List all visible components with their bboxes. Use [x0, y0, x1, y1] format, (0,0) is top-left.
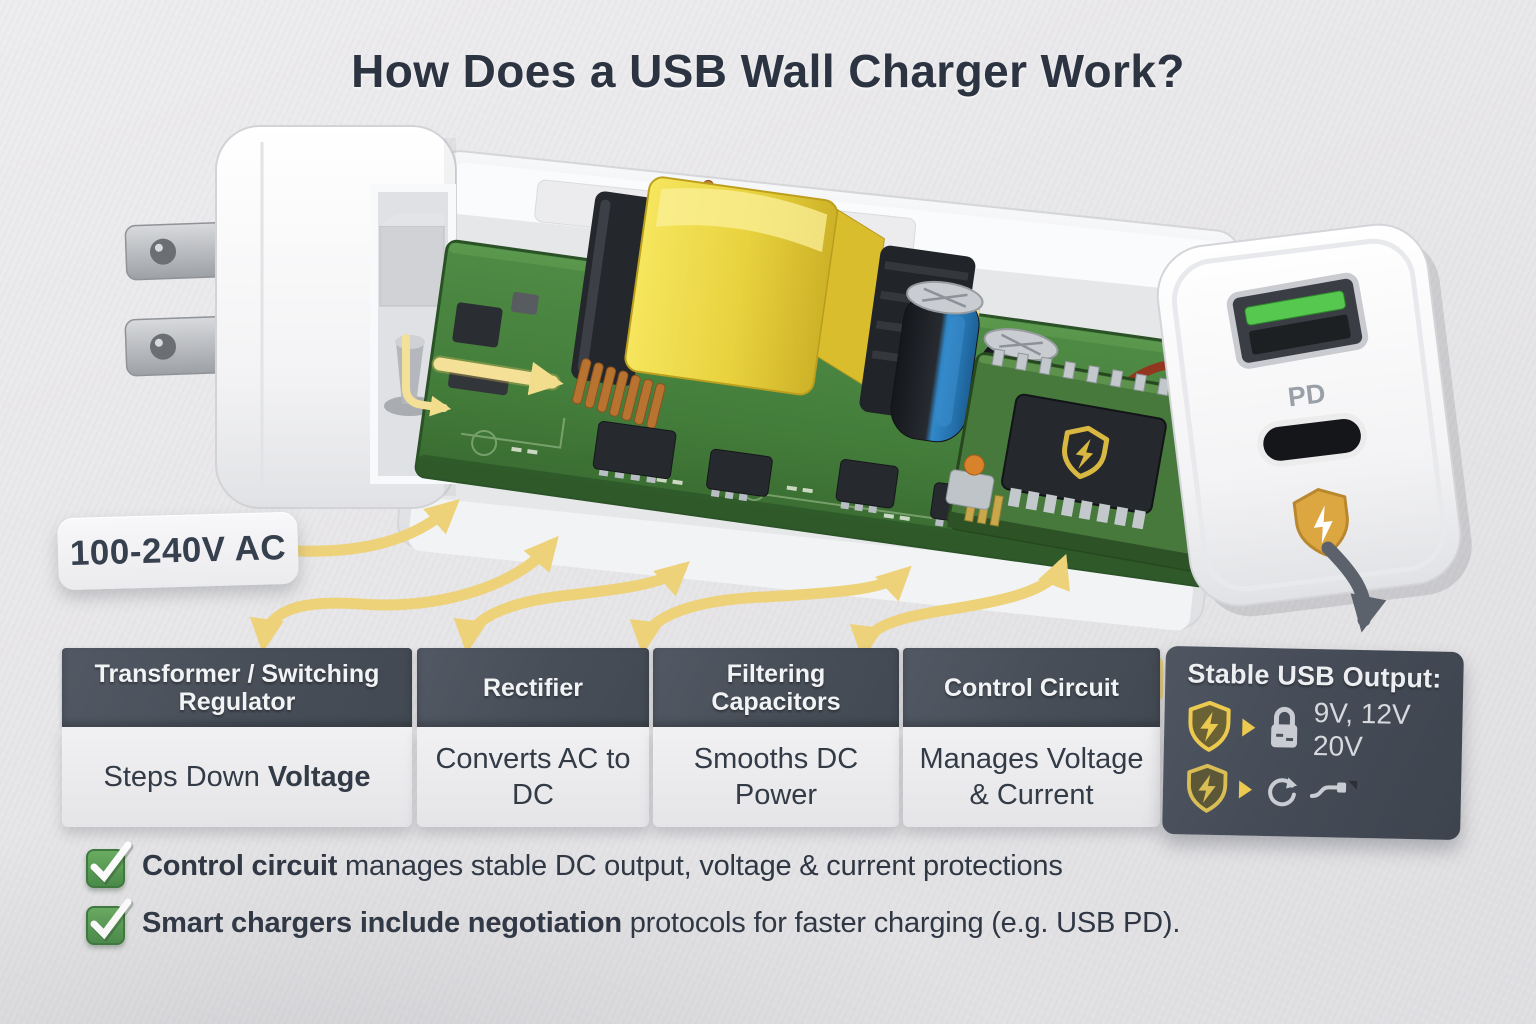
triangle-right-icon — [1242, 718, 1256, 737]
usb-a-port — [1226, 272, 1369, 369]
shield-bolt-icon — [1187, 763, 1228, 813]
output-arrow — [1321, 541, 1387, 633]
note-smart-chargers: Smart chargers include negotiation proto… — [86, 898, 1181, 945]
page-title: How Does a USB Wall Charger Work? — [351, 45, 1185, 97]
usb-c-port — [1257, 412, 1367, 467]
step-title: Control Circuit — [903, 648, 1160, 727]
input-voltage-label: 100-240V AC — [57, 511, 299, 591]
note-control-circuit: Control circuit manages stable DC output… — [86, 841, 1063, 888]
output-voltages-row: 9V, 12V 20V — [1186, 693, 1451, 765]
usb-output-block: PD — [1156, 223, 1472, 617]
internal-flow-arrow-small — [402, 334, 452, 417]
ac-prongs — [124, 221, 240, 377]
flow-step-control-circuit: Control Circuit Manages Voltage & Curren… — [903, 648, 1160, 827]
step-description: Manages Voltage & Current — [903, 727, 1160, 827]
output-negotiation-row — [1184, 763, 1449, 819]
padlock-icon — [1270, 706, 1298, 748]
flow-arrow-control — [849, 553, 1070, 660]
wall-plug — [215, 125, 457, 509]
chip-shield-bolt-icon — [1062, 425, 1110, 480]
flow-step-filtering-capacitors: Filtering Capacitors Smooths DC Power — [653, 648, 899, 827]
step-description: Converts AC to DC — [417, 727, 649, 827]
cable-icon — [1309, 780, 1358, 799]
step-title: Rectifier — [417, 648, 649, 727]
check-icon — [86, 841, 134, 888]
shield-bolt-icon — [1188, 700, 1231, 752]
stable-usb-output-panel: Stable USB Output: 9V, 12V 20V — [1162, 645, 1464, 841]
step-title: Filtering Capacitors — [653, 648, 899, 727]
refresh-icon — [1268, 777, 1298, 807]
note-text: Control circuit manages stable DC output… — [142, 850, 1063, 882]
control-circuit-board — [945, 348, 1232, 573]
check-icon — [86, 898, 134, 945]
step-description: Steps Down Voltage — [62, 727, 412, 827]
output-panel-title: Stable USB Output: — [1187, 658, 1442, 694]
pd-port-label: PD — [1286, 378, 1327, 412]
voltage-values: 9V, 12V 20V — [1312, 697, 1412, 763]
flow-step-rectifier: Rectifier Converts AC to DC — [417, 648, 649, 827]
note-text: Smart chargers include negotiation proto… — [142, 907, 1181, 939]
internal-flow-arrow — [433, 357, 564, 396]
step-description: Smooths DC Power — [653, 727, 899, 827]
step-title: Transformer / Switching Regulator — [62, 648, 412, 727]
triangle-right-icon — [1238, 780, 1253, 799]
flow-step-transformer: Transformer / Switching Regulator Steps … — [62, 648, 412, 827]
